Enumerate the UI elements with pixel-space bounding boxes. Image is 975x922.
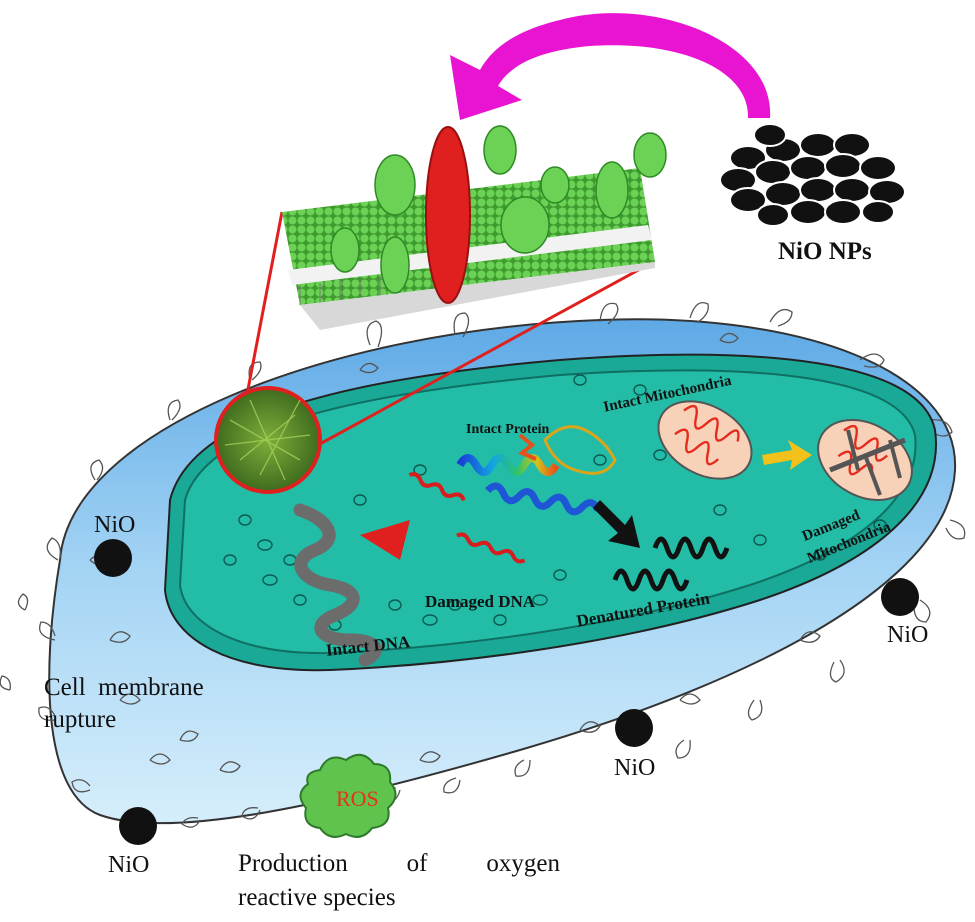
membrane-bilayer-icon bbox=[282, 125, 667, 330]
reactive-species-label: reactive species bbox=[238, 884, 396, 911]
mitochondria-damage-arrow-icon bbox=[762, 440, 812, 470]
nio-particle bbox=[881, 578, 919, 616]
denatured-protein-coil-2 bbox=[612, 568, 690, 592]
dna-damage-arrow-icon bbox=[360, 520, 410, 560]
zoom-line-right bbox=[317, 260, 654, 447]
zoom-line-left bbox=[243, 211, 284, 406]
protein-denature-arrow-icon bbox=[593, 500, 640, 548]
zoom-circle-texture bbox=[224, 399, 311, 481]
intact-mitochondria bbox=[657, 400, 753, 480]
membrane-pore-channel bbox=[425, 126, 471, 304]
damaged-dna-label: Damaged DNA bbox=[425, 592, 536, 611]
nio-particles-on-cell bbox=[94, 539, 919, 845]
damaged-mitochondria bbox=[817, 419, 913, 501]
nio-label-left: NiO bbox=[94, 512, 136, 538]
nanoparticle-cluster-icon bbox=[719, 123, 906, 227]
denatured-protein-coil-1 bbox=[652, 536, 730, 560]
intact-protein-label: Intact Protein bbox=[466, 422, 550, 437]
nio-label-right: NiO bbox=[887, 622, 929, 648]
nio-particle bbox=[615, 709, 653, 747]
ros-cloud bbox=[299, 753, 397, 838]
nio-particle bbox=[94, 539, 132, 577]
nio-label-bottom: NiO bbox=[614, 755, 656, 781]
intact-dna-strand bbox=[293, 503, 383, 667]
curved-uptake-arrow-icon bbox=[450, 13, 771, 120]
nio-nps-label: NiO NPs bbox=[778, 238, 872, 265]
nio-label-bottom-left: NiO bbox=[108, 852, 150, 878]
intact-protein-structure bbox=[456, 425, 617, 516]
damaged-dna-fragment-2 bbox=[456, 532, 526, 564]
rupture-label: rupture bbox=[44, 706, 117, 733]
ros-label: ROS bbox=[336, 786, 379, 811]
damaged-dna-fragment-1 bbox=[408, 472, 466, 502]
cell-membrane-label: Cell membrane bbox=[44, 674, 204, 701]
nio-particle bbox=[119, 807, 157, 845]
